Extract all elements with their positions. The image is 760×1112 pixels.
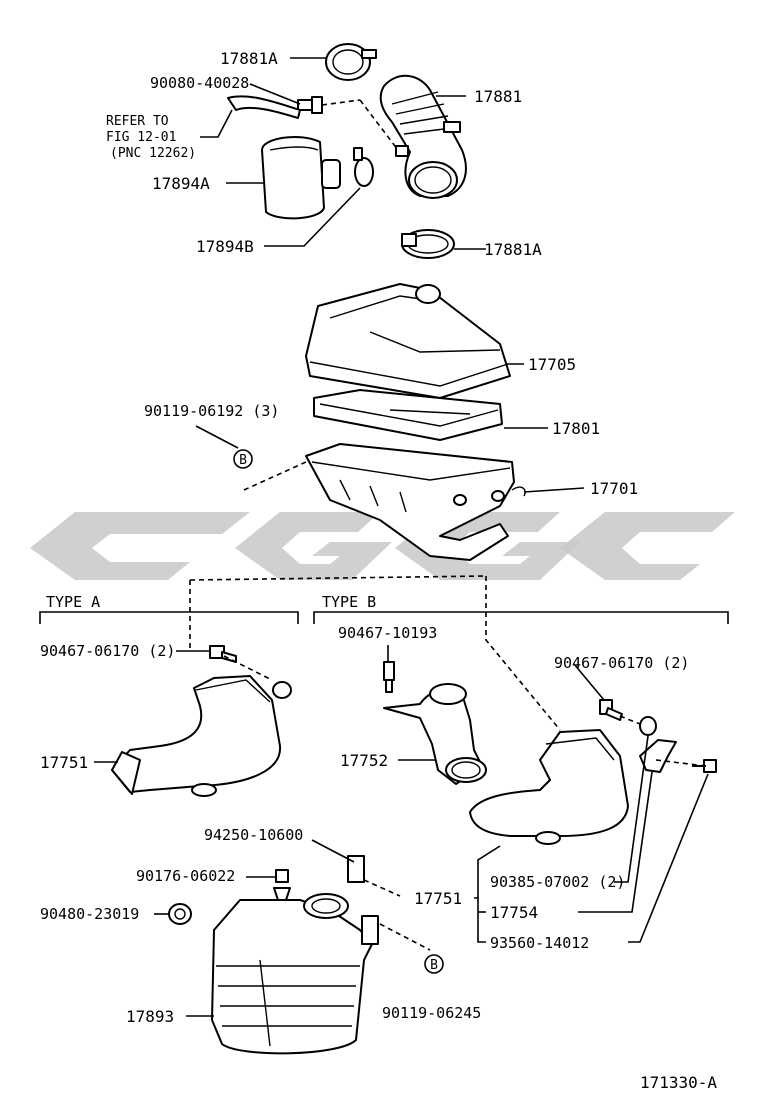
resonator-17893 bbox=[211, 893, 379, 1055]
label-90119-06192: 90119-06192 (3) bbox=[144, 402, 279, 420]
section-type-b: TYPE B bbox=[322, 593, 376, 611]
label-17881A-bottom: 17881A bbox=[484, 240, 542, 259]
union-90080 bbox=[297, 96, 361, 114]
label-17894B: 17894B bbox=[196, 237, 254, 256]
label-17894A: 17894A bbox=[152, 174, 210, 193]
label-90480-23019: 90480-23019 bbox=[40, 905, 139, 923]
callout-b-upper: B bbox=[233, 449, 253, 469]
label-90119-06245: 90119-06245 bbox=[382, 1004, 481, 1022]
grommet-90385 bbox=[639, 716, 657, 736]
bolt-90467-10193 bbox=[383, 661, 395, 693]
air-filter-element-17801 bbox=[313, 389, 503, 441]
refer-note-line3: (PNC 12262) bbox=[110, 146, 196, 161]
hose-clamp-17881A-top bbox=[325, 43, 377, 81]
label-90080-40028: 90080-40028 bbox=[150, 74, 249, 92]
svg-text:B: B bbox=[430, 958, 438, 973]
refer-note-line1: REFER TO bbox=[106, 114, 169, 129]
air-cleaner-cap-17705 bbox=[305, 283, 511, 399]
intake-duct-17752 bbox=[383, 683, 487, 785]
label-17701: 17701 bbox=[590, 479, 638, 498]
label-94250-10600: 94250-10600 bbox=[204, 826, 303, 844]
label-17705: 17705 bbox=[528, 355, 576, 374]
label-17754: 17754 bbox=[490, 903, 538, 922]
bracket-17754 bbox=[639, 739, 677, 773]
clip-94250 bbox=[347, 855, 365, 883]
resonator-17894A bbox=[261, 135, 341, 220]
callout-b-lower: B bbox=[424, 954, 444, 974]
bolt-90467-06170-a bbox=[209, 645, 237, 663]
label-90176-06022: 90176-06022 bbox=[136, 867, 235, 885]
type-b-bracket bbox=[313, 611, 729, 624]
clamp-17894B bbox=[353, 147, 374, 187]
section-type-a: TYPE A bbox=[46, 593, 100, 611]
intake-hose-17881 bbox=[359, 75, 467, 199]
label-17752: 17752 bbox=[340, 751, 388, 770]
label-17881A-top: 17881A bbox=[220, 49, 278, 68]
label-90385-07002: 90385-07002 (2) bbox=[490, 873, 625, 891]
label-17881: 17881 bbox=[474, 87, 522, 106]
label-93560-14012: 93560-14012 bbox=[490, 934, 589, 952]
intake-duct-17751-type-a bbox=[111, 675, 292, 797]
intake-duct-17751-type-b bbox=[469, 729, 629, 845]
label-17801: 17801 bbox=[552, 419, 600, 438]
label-17751-type-a: 17751 bbox=[40, 753, 88, 772]
bolt-90467-06170-b bbox=[599, 699, 623, 721]
refer-note-line2: FIG 12-01 bbox=[106, 130, 176, 145]
grommet-90480 bbox=[168, 903, 192, 925]
type-a-bracket bbox=[39, 611, 299, 624]
label-90467-10193: 90467-10193 bbox=[338, 624, 437, 642]
air-cleaner-case-17701 bbox=[305, 443, 526, 561]
vacuum-hose-refer bbox=[227, 95, 301, 119]
hose-clamp-17881A-bottom bbox=[401, 229, 455, 259]
label-90467-06170-a: 90467-06170 (2) bbox=[40, 642, 175, 660]
svg-text:B: B bbox=[239, 453, 247, 468]
label-17751-type-b: 17751 bbox=[414, 889, 462, 908]
grommet-90176 bbox=[273, 869, 291, 901]
label-90467-06170-b: 90467-06170 (2) bbox=[554, 654, 689, 672]
figure-code: 171330-A bbox=[640, 1073, 717, 1092]
label-17893: 17893 bbox=[126, 1007, 174, 1026]
